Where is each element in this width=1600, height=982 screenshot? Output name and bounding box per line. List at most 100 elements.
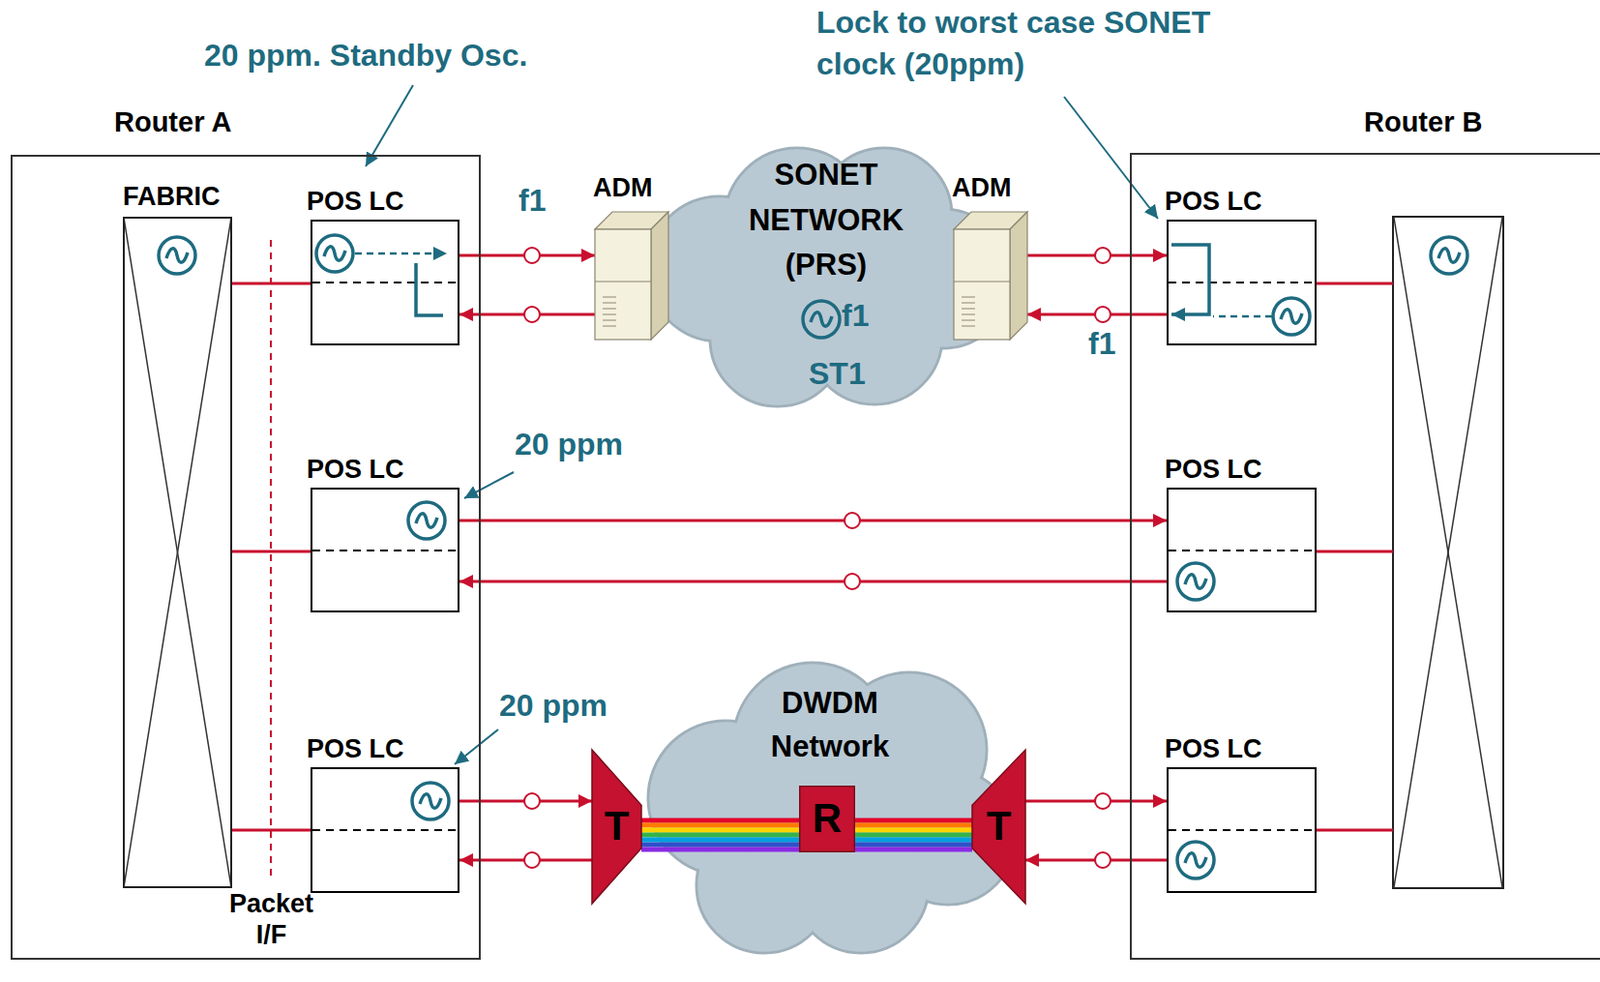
callout-note: 20 ppm — [499, 684, 608, 727]
adm-vent — [602, 320, 617, 322]
link-line — [232, 283, 311, 285]
adm-vent — [961, 296, 976, 298]
wavelength-stripe — [641, 842, 800, 848]
wavelength-stripe — [855, 837, 973, 843]
oscillator-symbol — [316, 235, 354, 272]
wavelength-stripe — [855, 828, 973, 833]
line-dot — [1095, 793, 1111, 809]
link-stroke — [232, 282, 311, 286]
node-label: ADM — [951, 173, 1012, 204]
line-card: POS LC — [310, 767, 460, 893]
line-dot — [524, 852, 540, 868]
terminal-shape — [972, 749, 1026, 904]
adm-vent — [602, 296, 617, 298]
adm-vent — [961, 302, 976, 304]
adm-vent — [961, 308, 976, 310]
adm-divider — [953, 280, 1010, 282]
node-label: POS LC — [1164, 454, 1263, 485]
link-stroke — [1027, 254, 1167, 258]
link-stroke — [459, 519, 1167, 523]
node-label: T — [592, 802, 642, 850]
multiplexer-terminal: T — [592, 749, 642, 904]
wdm-fiber — [641, 820, 800, 850]
router-box: Router AFABRICPOS LCPOS LCPOS LC — [10, 154, 481, 960]
fabric-box — [1392, 216, 1504, 889]
callout-note: f1 — [1088, 323, 1116, 365]
callout-note: 20 ppm — [514, 423, 623, 466]
regenerator: R — [799, 785, 856, 853]
node-label: POS LC — [306, 454, 405, 485]
fabric-cross — [1393, 217, 1503, 888]
adm-divider — [594, 280, 652, 282]
multiplexer-terminal: T — [972, 749, 1026, 904]
link-line — [459, 512, 1167, 529]
callout-note: Lock to worst case SONET clock (20ppm) — [816, 1, 1214, 86]
oscillator-symbol — [1177, 562, 1215, 600]
clock-path — [1213, 315, 1273, 319]
link-line — [1025, 852, 1167, 868]
link-line — [1025, 793, 1167, 809]
node-label: ADM — [592, 173, 653, 204]
link-stroke — [1025, 859, 1167, 862]
node-label: POS LC — [306, 734, 405, 765]
line-dot — [1095, 247, 1111, 264]
line-dot — [844, 512, 860, 529]
wavelength-stripe — [855, 847, 973, 853]
node-label: Router A — [114, 106, 232, 139]
cloud-label: SONET NETWORK (PRS) — [719, 152, 933, 289]
oscillator-symbol — [1273, 297, 1310, 335]
link-line — [232, 829, 311, 831]
lc-divider — [312, 282, 1315, 830]
link-stroke — [1027, 313, 1167, 317]
oscillator-symbol — [158, 237, 196, 274]
oscillator-ring — [802, 300, 840, 338]
oscillator-wave — [810, 312, 832, 326]
node-label: R — [799, 795, 856, 842]
adm-device-shape — [953, 211, 1028, 340]
oscillator-symbol — [412, 782, 449, 820]
adm-vent — [961, 320, 976, 322]
cloud-label: DWDM Network — [733, 681, 927, 770]
router-box: Router BPOS LCPOS LCPOS LC — [1129, 152, 1600, 960]
fabric-cross — [123, 217, 232, 888]
node-label: POS LC — [1164, 734, 1263, 765]
wavelength-stripe — [641, 818, 800, 824]
line-card: POS LC — [1166, 219, 1317, 346]
terminal-shape — [592, 749, 642, 904]
oscillator-symbol — [1177, 841, 1215, 879]
line-dot — [844, 573, 860, 590]
link-line — [1027, 247, 1167, 264]
leader-line — [365, 85, 1158, 765]
line-card: POS LC — [1166, 487, 1317, 613]
cloud-label: ST1 — [808, 355, 866, 392]
node-label: Router B — [1363, 106, 1482, 139]
oscillator-symbol — [408, 502, 445, 539]
adm-device-shape — [594, 211, 669, 340]
clock-path — [355, 252, 447, 256]
loop-bracket — [415, 263, 444, 316]
adm-front — [594, 229, 652, 340]
wavelength-stripe — [641, 823, 800, 829]
link-line — [459, 573, 1167, 590]
wdm-fiber — [855, 820, 973, 850]
wavelength-stripe — [641, 828, 800, 833]
cloud-label: f1 — [841, 297, 869, 334]
link-line — [232, 551, 311, 553]
wavelength-stripe — [855, 842, 973, 848]
wavelength-stripe — [855, 818, 973, 824]
node-label: POS LC — [1164, 186, 1263, 217]
line-card: POS LC — [310, 487, 460, 613]
adm-vent — [602, 314, 617, 316]
line-dot — [1095, 306, 1111, 323]
callout-note: f1 — [518, 179, 546, 222]
link-stroke — [232, 829, 311, 832]
wavelength-stripe — [855, 832, 973, 838]
node-label: FABRIC — [122, 181, 221, 212]
adm-device: ADM — [953, 211, 1028, 340]
line-card: POS LC — [1166, 767, 1317, 893]
wavelength-stripe — [641, 847, 800, 853]
oscillator-symbol — [1430, 237, 1468, 274]
link-line — [1027, 306, 1167, 323]
line-dot — [524, 793, 540, 809]
adm-vent — [961, 325, 976, 327]
